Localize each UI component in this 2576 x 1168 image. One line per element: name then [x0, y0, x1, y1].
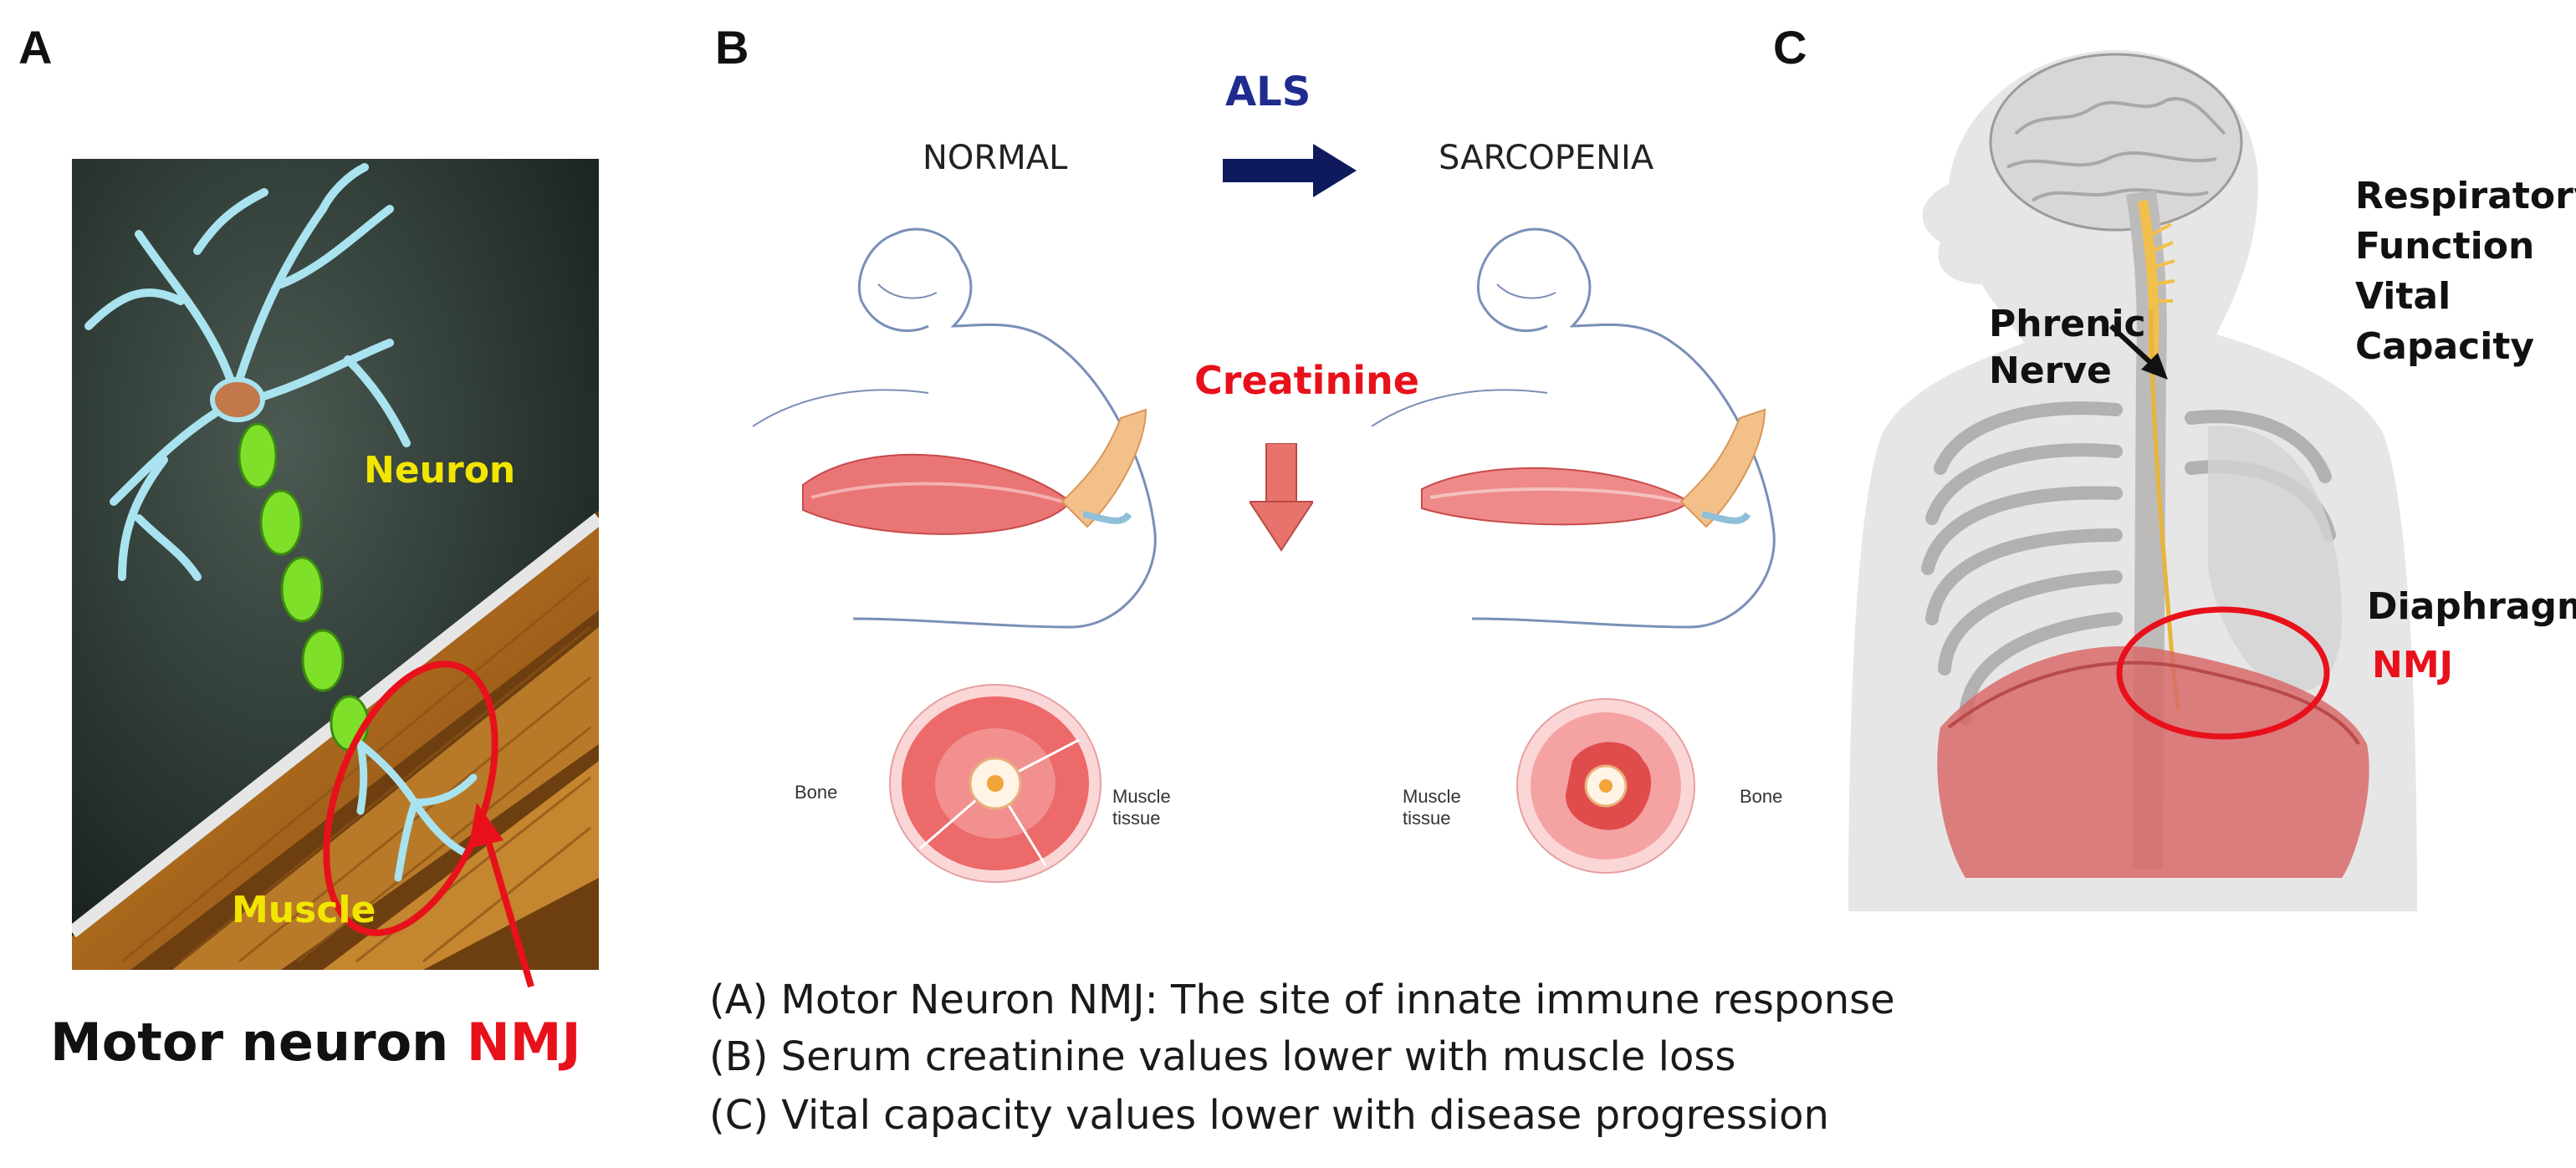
diaphragm-nmj-label: NMJ: [2372, 644, 2453, 686]
sarcopenia-muscle-line1: Muscle: [1403, 786, 1461, 807]
sarcopenia-bone-label: Bone: [1740, 786, 1783, 807]
motor-neuron-illustration: [68, 159, 603, 970]
phrenic-label-line2: Nerve: [1989, 349, 2112, 392]
creatinine-label: Creatinine: [1194, 358, 1419, 403]
function-label: Function: [2355, 225, 2535, 268]
caption-c: (C) Vital capacity values lower with dis…: [709, 1092, 1829, 1139]
creatinine-down-arrow: [1250, 443, 1313, 552]
respiratory-label: Respiratory: [2355, 175, 2576, 217]
normal-bone-label: Bone: [795, 782, 838, 803]
sarcopenia-muscle-line2: tissue: [1403, 808, 1451, 829]
diaphragm-nmj-circle: [2116, 606, 2330, 740]
panel-c-letter: C: [1773, 21, 1807, 74]
sarcopenia-muscle-tissue-label: Muscle tissue: [1403, 786, 1461, 829]
normal-title: NORMAL: [923, 139, 1068, 177]
respiratory-anatomy-illustration: [1840, 33, 2425, 911]
sarcopenia-cross-section: [1514, 694, 1698, 878]
panel-a-letter: A: [18, 21, 53, 74]
panel-a-caption: Motor neuron NMJ: [50, 1012, 581, 1073]
caption-a: (A) Motor Neuron NMJ: The site of innate…: [709, 977, 1895, 1023]
als-arrow: [1223, 144, 1357, 197]
nerve-terminal: [356, 740, 478, 882]
panel-a-caption-text: Motor neuron: [50, 1012, 449, 1073]
phrenic-nerve-label: Phrenic Nerve: [1989, 301, 2146, 395]
neuron-label: Neuron: [364, 449, 516, 492]
neuron-dendrites: [84, 163, 411, 581]
normal-arm-illustration: [752, 226, 1221, 652]
muscle-label: Muscle: [232, 889, 376, 931]
vital-label: Vital: [2355, 275, 2451, 318]
panel-b-letter: B: [715, 21, 749, 74]
caption-b: (B) Serum creatinine values lower with m…: [709, 1033, 1736, 1080]
myelin-segments: [238, 422, 370, 752]
normal-cross-section: [887, 681, 1104, 886]
normal-muscle-line1: Muscle: [1112, 786, 1171, 807]
sarcopenia-arm-illustration: [1371, 226, 1840, 652]
sarcopenia-title: SARCOPENIA: [1439, 139, 1654, 177]
neuron-soma: [210, 377, 265, 422]
diaphragm-label: Diaphragm: [2367, 585, 2576, 628]
als-label: ALS: [1225, 69, 1311, 115]
panel-a-caption-nmj: NMJ: [466, 1012, 581, 1073]
phrenic-nerve-arrow: [2108, 324, 2168, 380]
phrenic-label-line1: Phrenic: [1989, 303, 2146, 345]
capacity-label: Capacity: [2355, 325, 2535, 368]
normal-muscle-tissue-label: Muscle tissue: [1112, 786, 1171, 829]
nmj-pointer-arrow: [468, 803, 534, 988]
respiratory-function-labels: Respiratory Function Vital Capacity: [2355, 171, 2576, 372]
normal-muscle-line2: tissue: [1112, 808, 1161, 829]
